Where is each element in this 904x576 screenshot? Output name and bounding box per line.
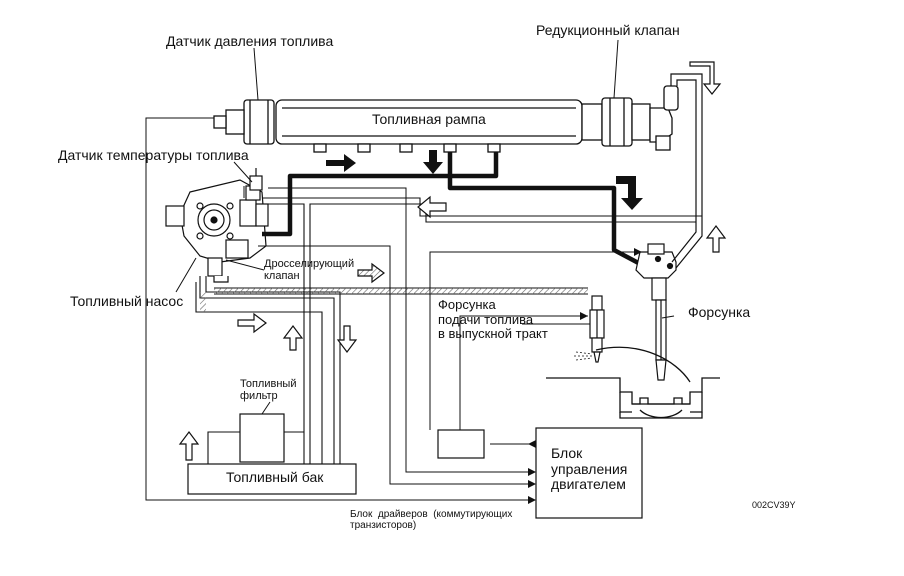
feed-line-hatch — [214, 288, 588, 294]
label-throttle-valve: Дросселирующий клапан — [264, 258, 355, 283]
label-driver-unit: Блок драйверов (коммутирующих транзистор… — [350, 509, 513, 532]
label-ecu: Блок управления двигателем — [551, 445, 628, 493]
pressure-arrows — [326, 150, 643, 210]
fuel-rail — [275, 99, 583, 153]
ecu-box — [535, 427, 643, 519]
exhaust-injector — [589, 295, 605, 363]
return-line-top — [670, 73, 703, 222]
injector — [635, 243, 677, 381]
label-fuel-pressure-sensor: Датчик давления топлива — [166, 33, 334, 49]
label-fuel-pump: Топливный насос — [70, 293, 184, 309]
label-injector: Форсунка — [688, 304, 751, 320]
fuel-temp-sensor — [249, 168, 263, 191]
label-fuel-rail: Топливная рампа — [372, 111, 486, 127]
high-pressure-lines — [262, 152, 646, 268]
fuel-filter-lines — [207, 431, 304, 464]
injector-return-line — [671, 222, 703, 269]
label-exhaust-injector: Форсунка подачи топлива в выпускной трак… — [438, 297, 548, 342]
reduction-valve — [581, 85, 679, 151]
label-fuel-temp-sensor: Датчик температуры топлива — [58, 147, 249, 163]
engine-cylinder — [546, 377, 720, 419]
exhaust-spray — [574, 351, 593, 361]
label-fuel-tank: Топливный бак — [226, 469, 324, 485]
wire-arrowheads — [528, 248, 642, 504]
return-arrow-top — [689, 61, 722, 95]
driver-box — [437, 429, 485, 459]
label-figure-code: 002CV39Y — [752, 500, 796, 510]
wiring — [145, 117, 642, 501]
exhaust-pipe — [595, 346, 691, 383]
pump-line-hatch — [200, 292, 206, 312]
leader-lines — [175, 39, 675, 415]
fuel-tank — [187, 463, 357, 495]
return-arrow-right — [705, 225, 727, 253]
flow-arrows — [178, 195, 447, 461]
fuel-pressure-sensor — [213, 99, 275, 145]
label-fuel-filter: Топливный фильтр — [240, 378, 297, 403]
fuel-pump — [165, 179, 269, 283]
fuel-filter — [239, 413, 285, 463]
label-reduction-valve: Редукционный клапан — [536, 22, 680, 38]
